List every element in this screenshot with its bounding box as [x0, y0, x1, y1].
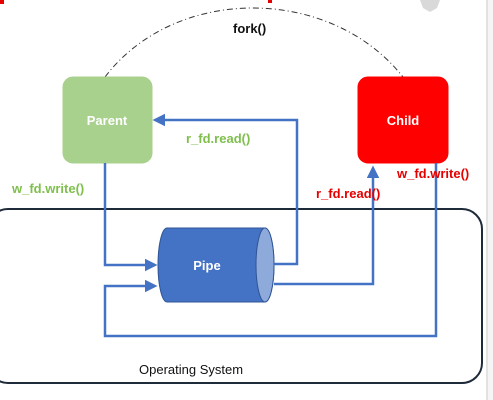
parent-label: Parent [87, 113, 128, 128]
arrow-child-read [274, 165, 380, 286]
pipe-end-cap [255, 227, 275, 303]
child-label: Child [387, 113, 420, 128]
fork-label: fork() [233, 21, 266, 36]
os-label: Operating System [139, 362, 243, 377]
arrow-parent-read [152, 113, 299, 266]
right-edge-bar [486, 0, 493, 400]
os-container [0, 208, 483, 384]
parent-write-label: w_fd.write() [11, 181, 84, 196]
pipe-label: Pipe [193, 258, 220, 273]
arrow-parent-write [103, 163, 158, 272]
cropped-red-fragment-right [268, 0, 272, 3]
child-read-label: r_fd.read() [316, 186, 380, 201]
parent-node [62, 76, 153, 164]
child-write-label: w_fd.write() [396, 166, 469, 181]
cropped-logo-fragment [420, 0, 440, 12]
parent-read-label: r_fd.read() [186, 131, 250, 146]
cropped-red-fragment [0, 0, 4, 4]
arrow-child-write [103, 163, 438, 338]
child-node [357, 76, 449, 164]
fork-arc [104, 7, 404, 78]
